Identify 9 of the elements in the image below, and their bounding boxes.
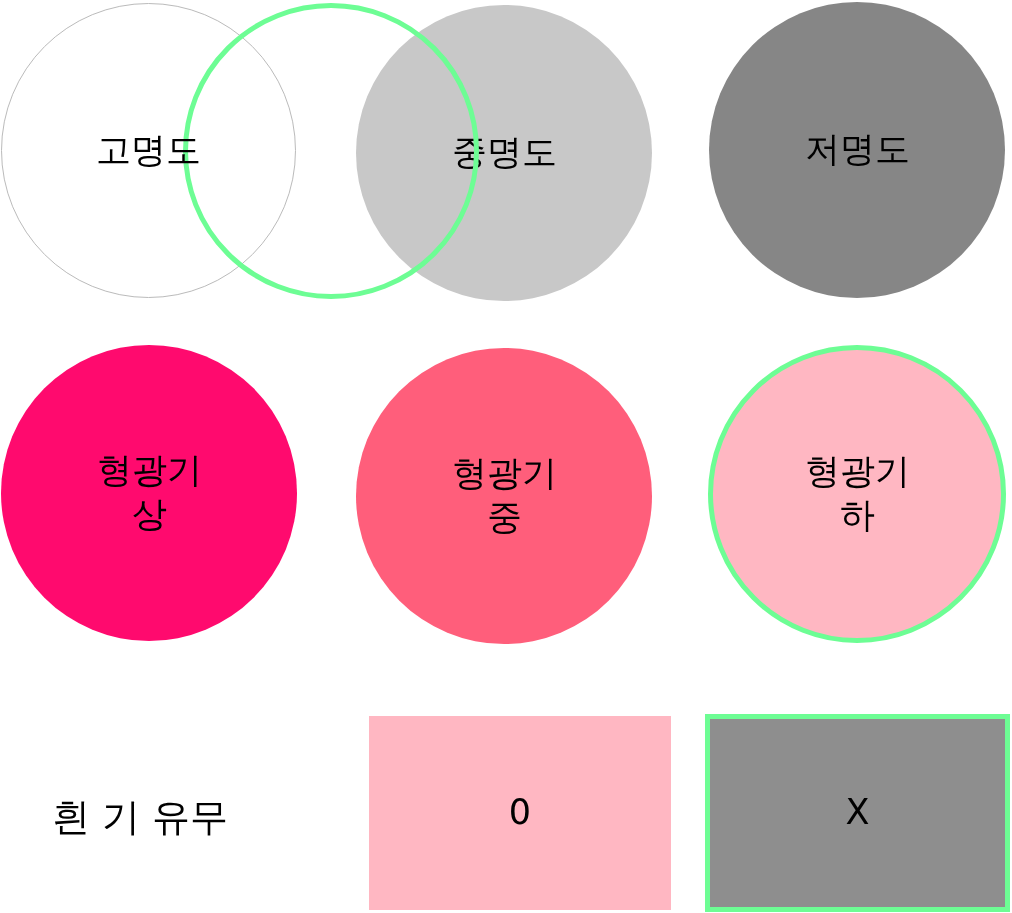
circle-label: 형광기 상 (95, 449, 203, 536)
circle-label: 저명도 (804, 128, 910, 172)
value-box (369, 716, 671, 910)
value-text: 0 (508, 791, 532, 835)
circle-label: 형광기 하 (803, 450, 911, 537)
circle-label: 형광기 중 (450, 452, 558, 539)
value-text: X (845, 791, 870, 835)
value-box (705, 714, 1010, 912)
row-label: 흰 기 유무 (52, 794, 229, 841)
